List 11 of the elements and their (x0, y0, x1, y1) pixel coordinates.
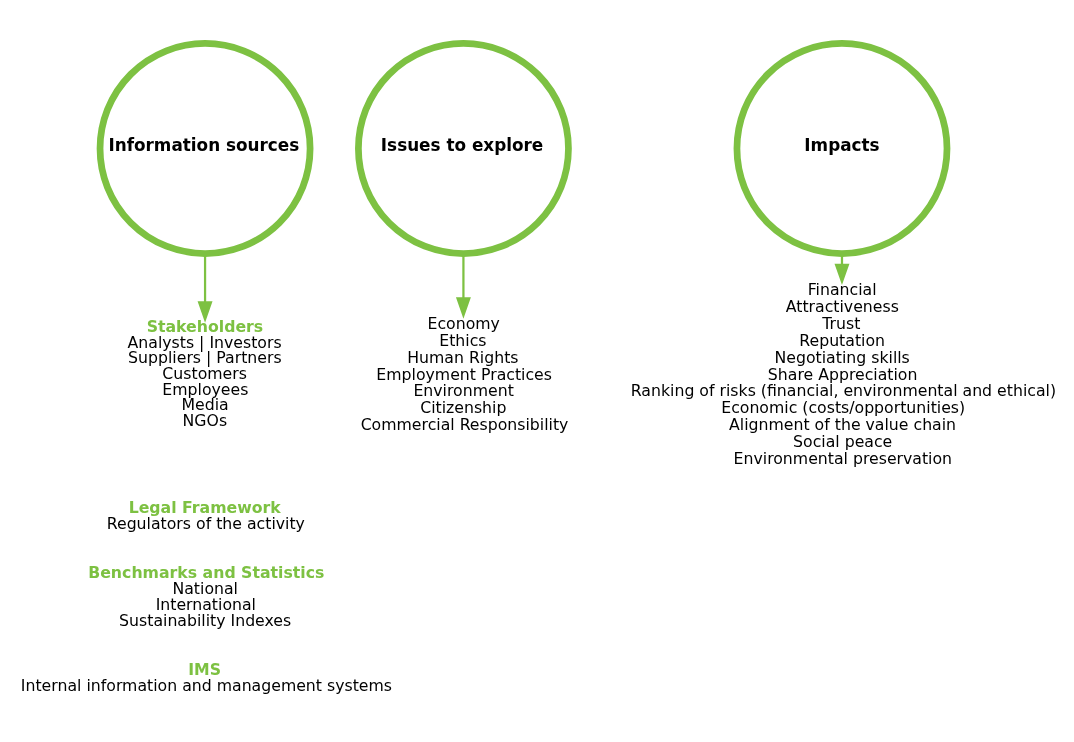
node-circle: Impacts (733, 39, 951, 257)
node-circle: Issues to explore (355, 39, 572, 257)
node-text: Economy Ethics Human Rights Employment Practices Environment Citizenship Commercial Responsibility (360, 313, 569, 434)
node-text: Benchmarks and Statistics National International Sustainability Indexes (88, 562, 325, 630)
arrow (197, 253, 213, 323)
node-circle: Information sources (96, 39, 314, 257)
node-text: Legal Framework Regulators of the activity (106, 497, 305, 533)
node-text: Stakeholders Analysts | Investors Suppliers | Partners Customers Employees Media NGOs (127, 316, 282, 430)
node-text: Financial Attractiveness Trust Reputation Negotiating skills Share Appreciation Ranking of risks (financial, environmental and ethical) Economic (costs/opportunities) Alignment of the value chain Social peace Environmental preservation (630, 279, 1057, 468)
node-text: IMS Internal information and management systems (20, 659, 393, 695)
arrow (455, 253, 471, 319)
